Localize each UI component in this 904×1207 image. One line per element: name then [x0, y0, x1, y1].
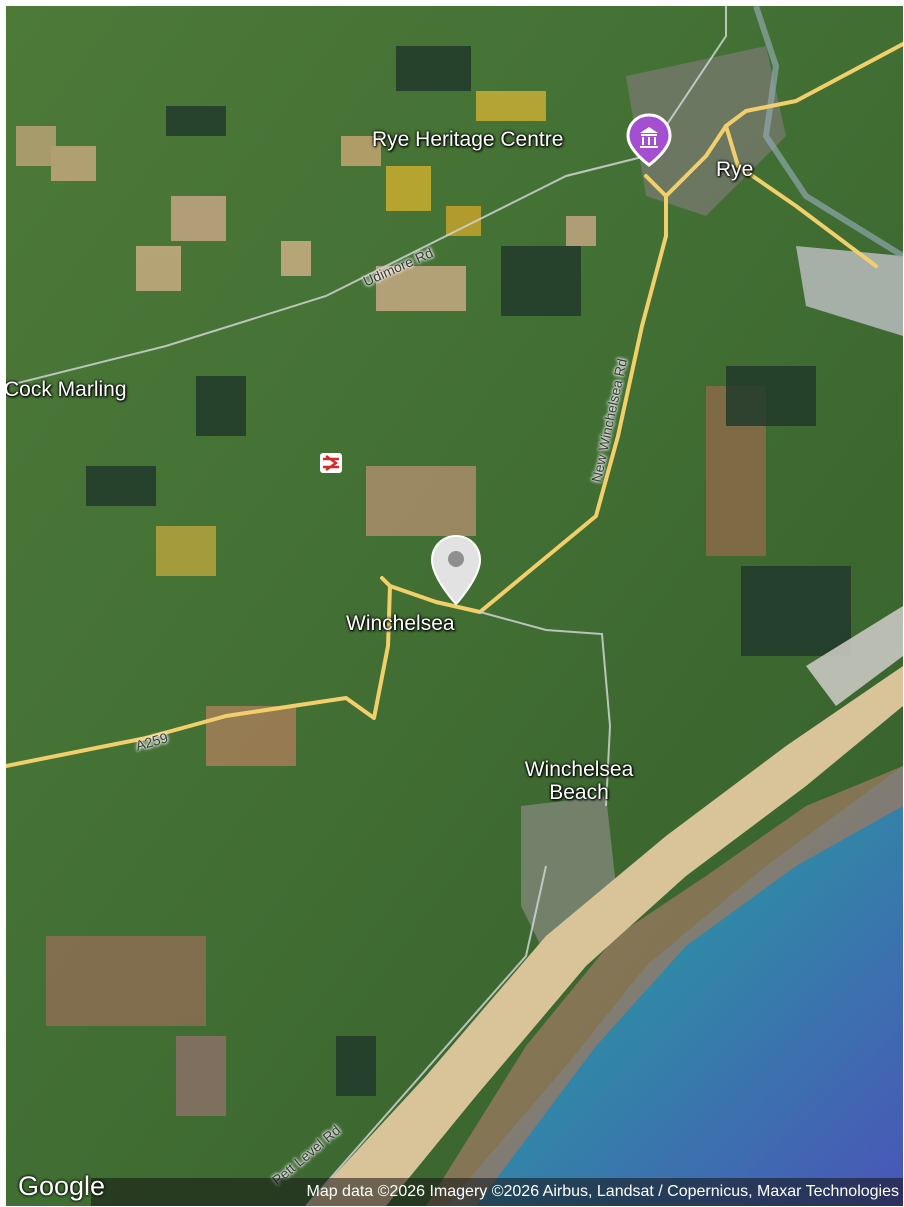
satellite-imagery	[6, 6, 903, 1206]
satellite-map[interactable]: Rye Heritage Centre Rye Cock Marling Win…	[6, 6, 903, 1206]
label-cock-marling[interactable]: Cock Marling	[6, 378, 127, 401]
label-rye-heritage-centre[interactable]: Rye Heritage Centre	[372, 128, 564, 151]
museum-icon	[626, 113, 672, 167]
label-winchelsea-beach[interactable]: Winchelsea Beach	[508, 758, 650, 804]
rail-station-marker[interactable]	[320, 453, 342, 473]
map-attribution: Map data ©2026 Imagery ©2026 Airbus, Lan…	[91, 1178, 903, 1206]
location-pin-icon	[430, 534, 482, 606]
google-logo: Google	[18, 1171, 106, 1201]
label-rye[interactable]: Rye	[716, 158, 754, 181]
label-winchelsea[interactable]: Winchelsea	[346, 612, 455, 635]
location-pin[interactable]	[430, 534, 482, 606]
rail-station-icon	[320, 453, 342, 473]
label-winchelsea-beach-text: Winchelsea Beach	[524, 758, 634, 805]
museum-marker[interactable]	[626, 113, 672, 167]
